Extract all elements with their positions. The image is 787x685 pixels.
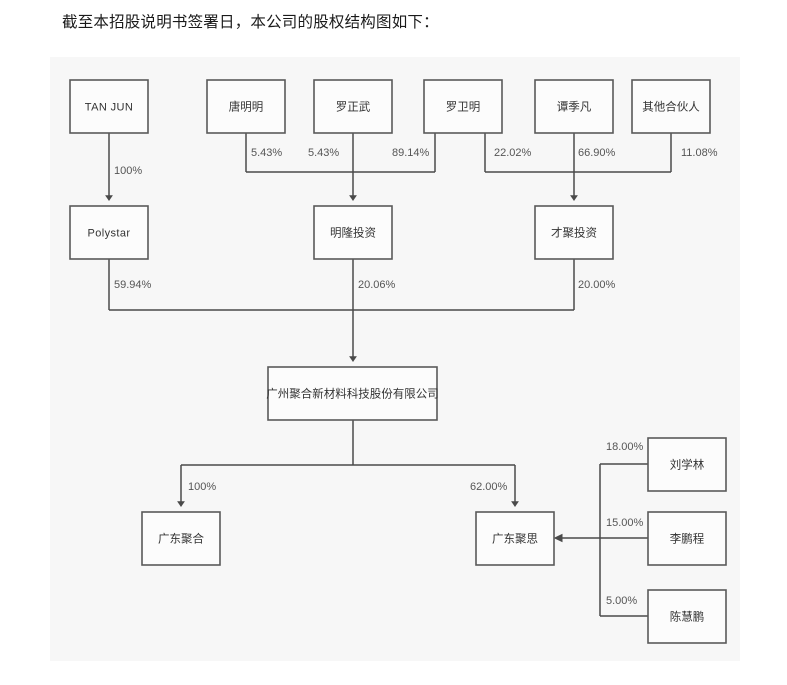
edge-percent-lipc-gdjusi: 15.00% xyxy=(606,517,644,529)
node-issuer-company[interactable]: 广州聚合新材料科技股份有限公司 xyxy=(266,366,439,421)
node-label-liu-xuelin: 刘学林 xyxy=(670,458,705,472)
diagram-edges xyxy=(105,133,672,617)
edge-percent-liuxl-gdjusi: 18.00% xyxy=(606,441,644,453)
edge-percent-otherpart-caiju: 11.08% xyxy=(681,147,718,159)
node-tan-jifan[interactable]: 谭季凡 xyxy=(534,79,614,134)
arrow-into-gdjusi xyxy=(553,533,563,543)
edge-percent-luowm-minglong: 89.14% xyxy=(392,147,430,159)
node-luo-zhengwu[interactable]: 罗正武 xyxy=(313,79,393,134)
edge-percent-tanjun-polystar: 100% xyxy=(114,165,142,177)
edge-percent-issuer-gdjusi: 62.00% xyxy=(470,481,508,493)
page-heading: 截至本招股说明书签署日，本公司的股权结构图如下： xyxy=(62,14,439,31)
diagram-edge-labels: 100% 5.43% 5.43% 89.14% 22.02% 66.90% 11… xyxy=(114,147,718,607)
diagram-nodes: TAN JUN 唐明明 罗正武 罗卫明 谭季凡 其他合伙人 xyxy=(69,79,727,644)
node-label-issuer-company: 广州聚合新材料科技股份有限公司 xyxy=(266,387,439,401)
node-liu-xuelin[interactable]: 刘学林 xyxy=(647,437,727,492)
edge-percent-caiju-issuer: 20.00% xyxy=(578,279,616,291)
node-li-pengcheng[interactable]: 李鹏程 xyxy=(647,511,727,566)
node-label-tang-mingming: 唐明明 xyxy=(229,100,264,114)
node-chen-huipeng[interactable]: 陈慧鹏 xyxy=(647,589,727,644)
node-polystar[interactable]: Polystar xyxy=(69,205,149,260)
node-guangdong-jusi[interactable]: 广东聚思 xyxy=(475,511,555,566)
node-label-li-pengcheng: 李鹏程 xyxy=(670,532,705,546)
node-guangdong-juhe[interactable]: 广东聚合 xyxy=(141,511,221,566)
node-label-guangdong-juhe: 广东聚合 xyxy=(158,532,204,546)
edge-percent-chenhp-gdjusi: 5.00% xyxy=(606,595,637,607)
edge-percent-luozw-minglong: 5.43% xyxy=(308,147,339,159)
node-minglong-investment[interactable]: 明隆投资 xyxy=(313,205,393,260)
node-tang-mingming[interactable]: 唐明明 xyxy=(206,79,286,134)
node-label-tan-jun: TAN JUN xyxy=(85,101,133,113)
node-other-partners[interactable]: 其他合伙人 xyxy=(631,79,711,134)
node-label-chen-huipeng: 陈慧鹏 xyxy=(670,610,705,624)
node-tan-jun[interactable]: TAN JUN xyxy=(69,79,149,134)
edge-percent-luowm-caiju: 22.02% xyxy=(494,147,532,159)
edge-percent-tangmm-minglong: 5.43% xyxy=(251,147,282,159)
edge-percent-tanjf-caiju: 66.90% xyxy=(578,147,616,159)
node-label-luo-weiming: 罗卫明 xyxy=(446,101,481,114)
node-label-tan-jifan: 谭季凡 xyxy=(557,101,592,114)
node-label-guangdong-jusi: 广东聚思 xyxy=(492,533,538,546)
node-label-minglong-investment: 明隆投资 xyxy=(330,226,376,240)
node-label-polystar: Polystar xyxy=(88,227,131,239)
node-caiju-investment[interactable]: 才聚投资 xyxy=(534,205,614,260)
edge-percent-issuer-gdjuhe: 100% xyxy=(188,481,216,493)
edge-percent-minglong-issuer: 20.06% xyxy=(358,279,396,291)
edge-percent-polystar-issuer: 59.94% xyxy=(114,279,152,291)
node-label-other-partners: 其他合伙人 xyxy=(642,100,700,114)
node-label-luo-zhengwu: 罗正武 xyxy=(336,101,371,114)
node-label-caiju-investment: 才聚投资 xyxy=(551,226,597,240)
node-luo-weiming[interactable]: 罗卫明 xyxy=(423,79,503,134)
